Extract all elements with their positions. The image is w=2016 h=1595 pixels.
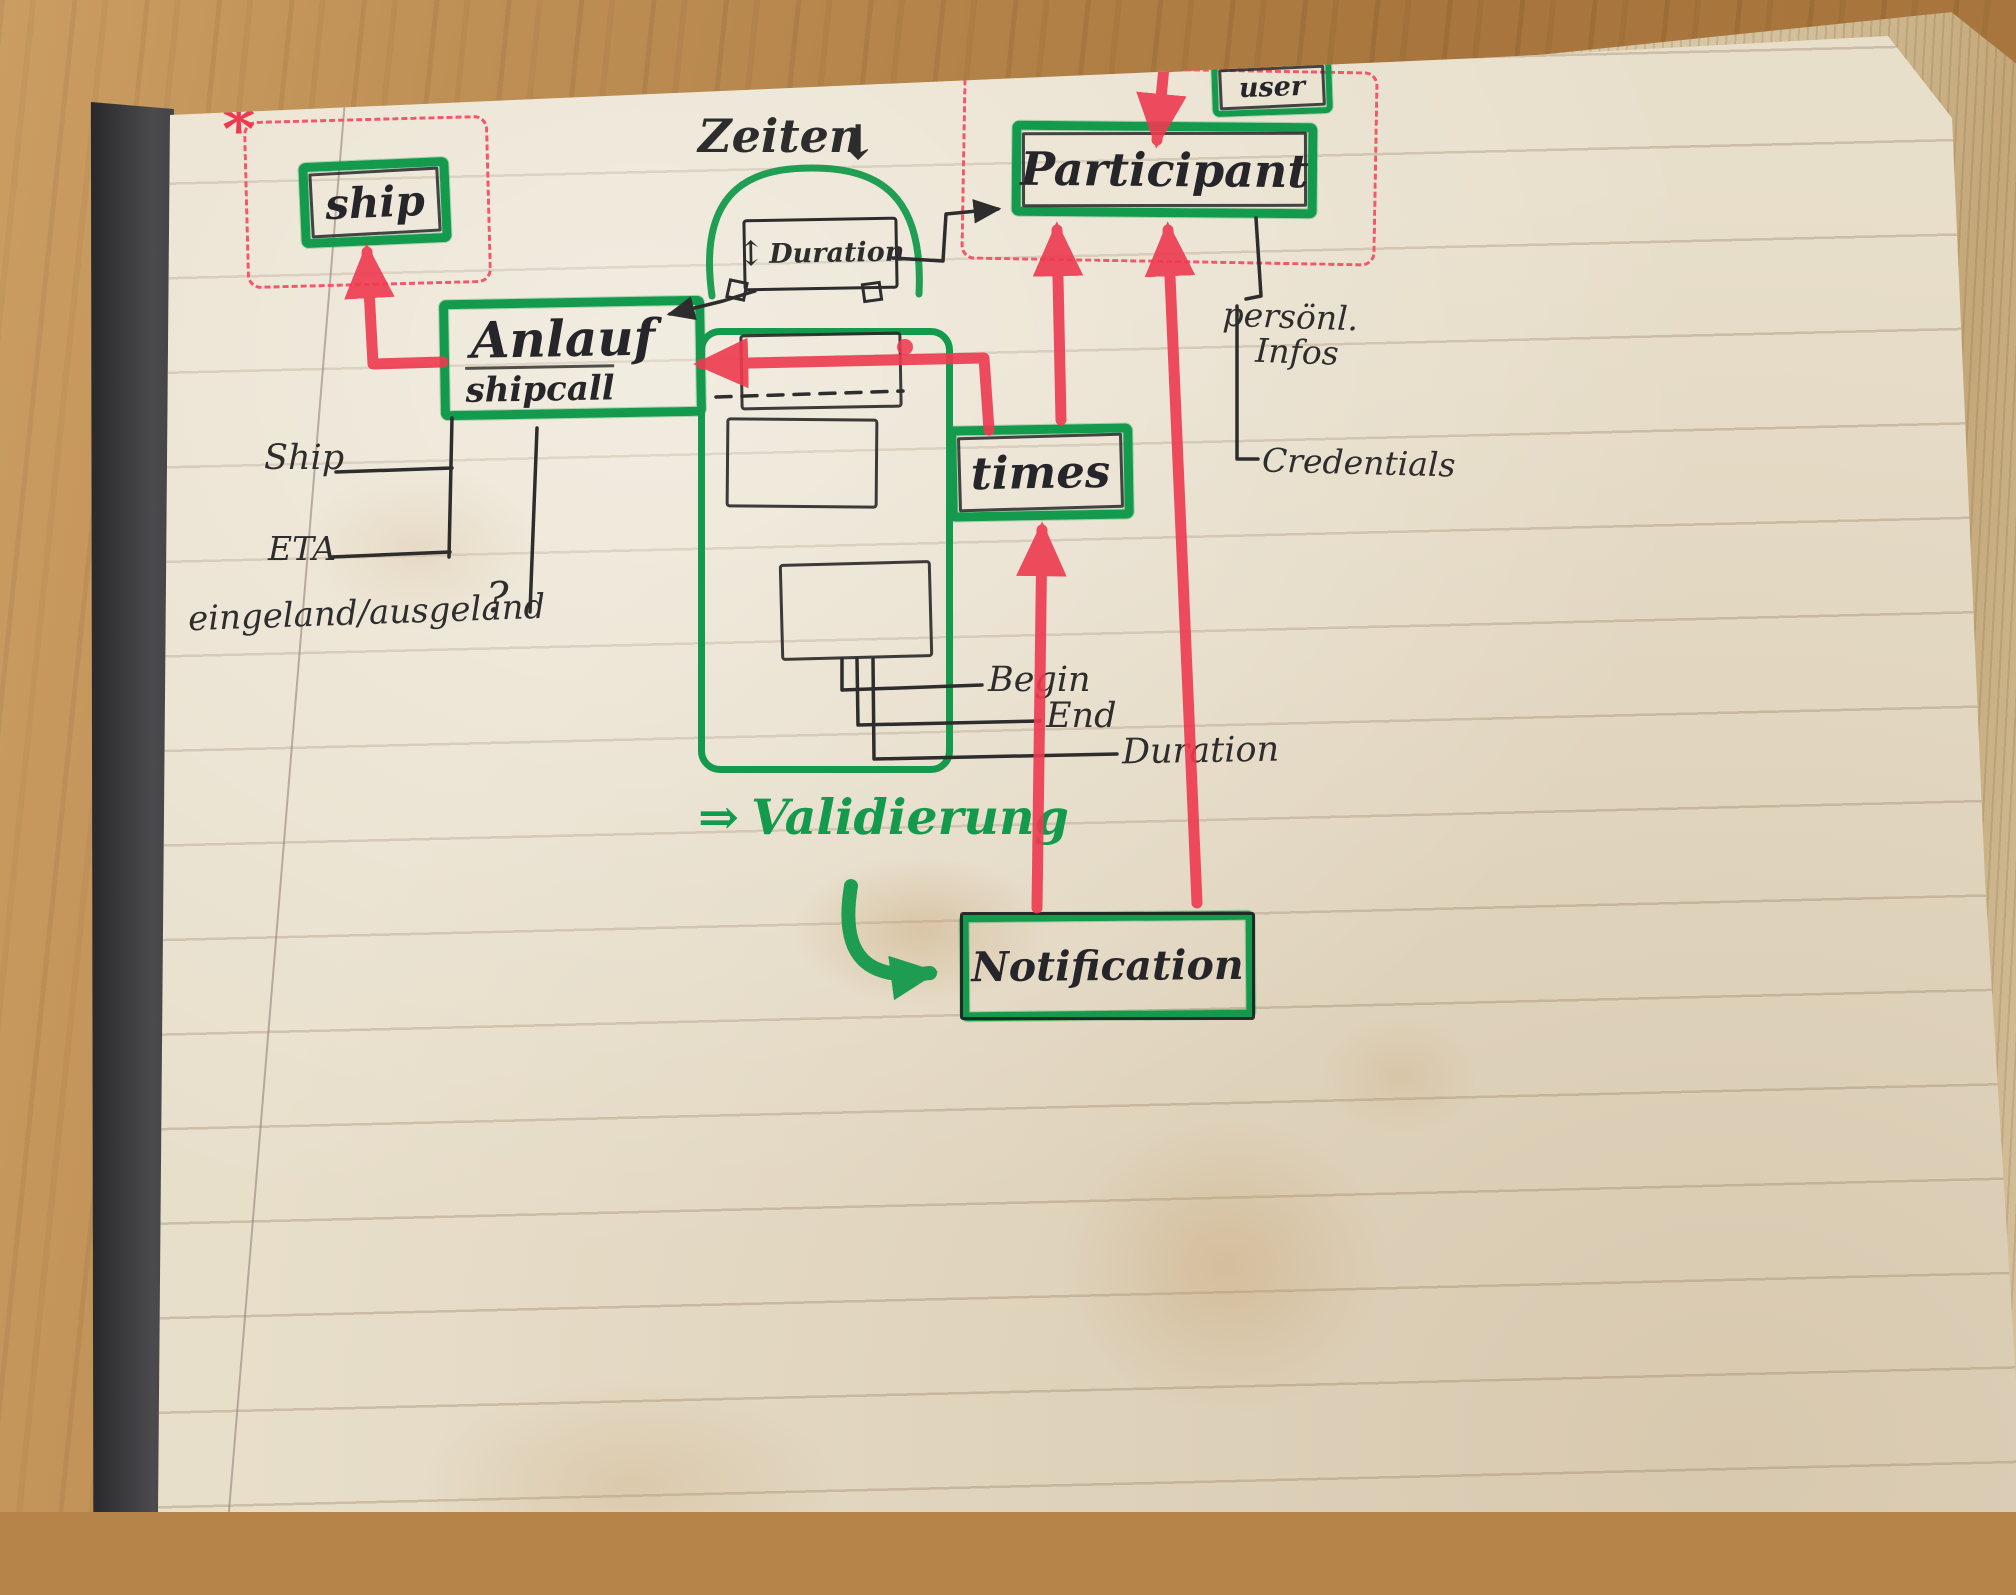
attr-ship-label: Ship [264, 438, 345, 478]
attr-eta-label: ETA [268, 529, 337, 568]
attr-end-label: End [1046, 696, 1117, 736]
times-entity-box: times [947, 423, 1134, 522]
desk-scene: * * ship Anlauf shipcall ↕ Duration Part… [0, 0, 2016, 1512]
duration-resize-arrow-icon: ↕ [736, 234, 766, 275]
attr-credentials-label: Credentials [1261, 440, 1456, 485]
ship-entity-box: ship [298, 156, 452, 249]
participant-entity-box: Participant [1011, 120, 1318, 219]
user-box-label: user [1238, 70, 1306, 105]
attr-personal-infos-label: persönl. Infos [1221, 295, 1359, 373]
notification-entity-box: Notification [959, 910, 1256, 1022]
duration-box-label: Duration [768, 236, 905, 270]
attr-begin-label: Begin [988, 660, 1091, 700]
anchor-square-right [860, 280, 884, 304]
margin-line [227, 99, 346, 1512]
anlauf-entity-box: Anlauf shipcall [438, 295, 707, 421]
zeiten-note: Zeiten [698, 112, 862, 160]
validation-group-frame [698, 328, 953, 773]
validation-note-text: Validierung [751, 788, 1069, 846]
validation-note: ⇒Validierung [698, 791, 1069, 843]
anchor-square-left [725, 278, 749, 302]
sketch-record-box-3 [778, 560, 934, 661]
paper-stain [1060, 1115, 1390, 1415]
times-box-label: times [970, 444, 1111, 501]
zeiten-note-text: Zeiten [698, 109, 863, 163]
sketch-record-box-2 [725, 417, 879, 509]
sketch-record-box-1 [739, 331, 903, 411]
anlauf-box-sublabel: shipcall [465, 364, 616, 411]
ship-box-label: ship [324, 175, 426, 230]
anlauf-box-label: Anlauf [470, 307, 656, 370]
arrow-notification-to-participant [1144, 221, 1203, 909]
participant-box-label: Participant [1020, 141, 1309, 198]
duration-box: ↕ Duration [736, 216, 905, 292]
notebook-page: * * ship Anlauf shipcall ↕ Duration Part… [0, 0, 2016, 1512]
attr-duration-label: Duration [1121, 729, 1280, 773]
attr-inout-question-mark: ? [486, 573, 509, 622]
validation-implies-icon: ⇒ [698, 788, 740, 846]
arrow-notification-to-times [1016, 521, 1067, 914]
attr-personal-line2: Infos [1254, 330, 1340, 373]
notification-box-label: Notification [971, 940, 1244, 992]
zeiten-down-arrow-icon: ↓ [838, 115, 879, 171]
paper-stain [1320, 1015, 1480, 1135]
paper-stain [420, 1375, 840, 1512]
